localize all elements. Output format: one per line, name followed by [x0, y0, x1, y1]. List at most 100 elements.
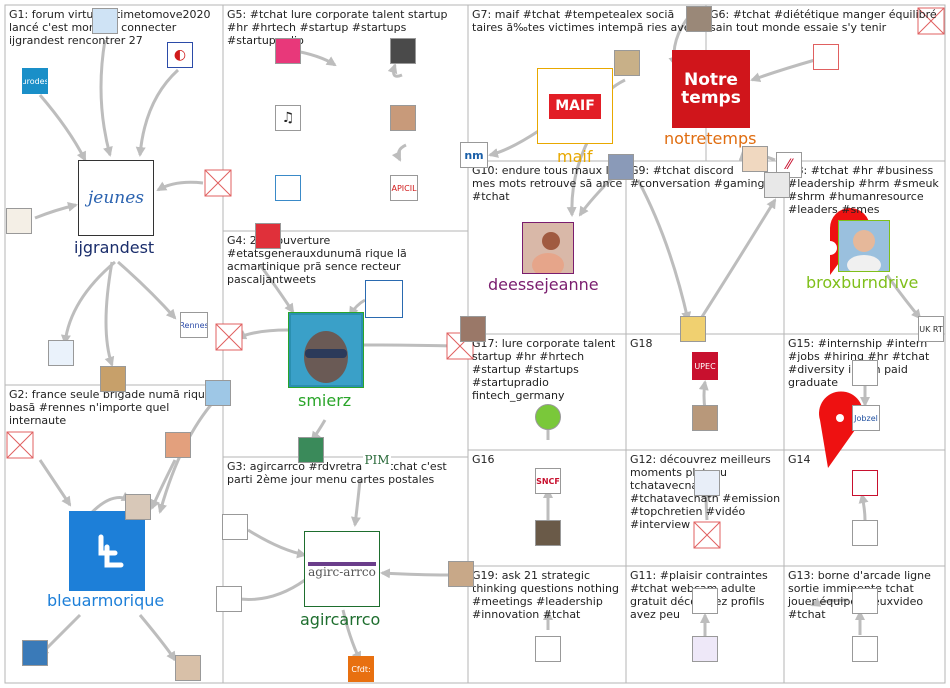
avatar-node[interactable]: [813, 44, 839, 70]
edge: [488, 128, 541, 158]
hub-label-agircarrco: agircarrco: [300, 610, 381, 629]
hub-node-broxburndrive[interactable]: [838, 220, 890, 272]
avatar-node[interactable]: [694, 470, 720, 496]
hub-node-maif[interactable]: MAIF: [537, 68, 613, 144]
avatar-node[interactable]: [92, 8, 118, 34]
hub-node-ijgrandest[interactable]: jeunes: [78, 160, 154, 236]
group-label-g16: G16: [472, 453, 495, 466]
node-pim[interactable]: PIM: [363, 448, 391, 472]
avatar-node[interactable]: [692, 588, 718, 614]
avatar-node[interactable]: [255, 223, 281, 249]
node-nm[interactable]: nm: [460, 142, 488, 168]
avatar-node[interactable]: [535, 520, 561, 546]
avatar-node[interactable]: [535, 404, 561, 430]
avatar-node[interactable]: [686, 6, 712, 32]
placeholder-nodes: [6, 7, 945, 549]
avatar-node[interactable]: [460, 316, 486, 342]
avatar-node[interactable]: [692, 636, 718, 662]
avatar-node[interactable]: [852, 636, 878, 662]
node-cfdt[interactable]: Cfdt:: [348, 656, 374, 682]
avatar-node[interactable]: [365, 280, 403, 318]
edge: [117, 260, 177, 320]
avatar-node[interactable]: ◐: [167, 42, 193, 68]
group-label-g7: G7: maif #tchat #tempetealex sociã taire…: [472, 8, 697, 34]
edge: [150, 459, 177, 510]
avatar-node[interactable]: [614, 50, 640, 76]
avatar-node[interactable]: [764, 172, 790, 198]
avatar-node[interactable]: [165, 432, 191, 458]
avatar-node[interactable]: [205, 380, 231, 406]
avatar-node[interactable]: [692, 405, 718, 431]
node-eurodesk[interactable]: eurodesk: [22, 68, 48, 94]
node-ukrt[interactable]: UK RT: [918, 316, 944, 342]
hub-node-deessejeanne[interactable]: [522, 222, 574, 274]
node-apicil[interactable]: APICIL: [390, 175, 418, 201]
avatar-node[interactable]: [390, 105, 416, 131]
avatar-node[interactable]: [298, 437, 324, 463]
placeholder-node: [693, 521, 721, 549]
hub-node-agircarrco[interactable]: agirc-arrco: [304, 531, 380, 607]
edge: [350, 479, 362, 527]
edge: [156, 180, 204, 192]
avatar-node[interactable]: [852, 470, 878, 496]
edge: [236, 328, 289, 340]
avatar-node[interactable]: [125, 494, 151, 520]
avatar-node[interactable]: [535, 636, 561, 662]
avatar-node[interactable]: [6, 208, 32, 234]
group-label-g18: G18: [630, 337, 653, 350]
edge: [750, 58, 816, 83]
agircarrco-logo: agirc-arrco: [308, 561, 376, 578]
avatar-node[interactable]: [608, 154, 634, 180]
smierz-avatar-icon: [291, 315, 361, 385]
avatar-node[interactable]: [390, 38, 416, 64]
avatar-node[interactable]: [852, 360, 878, 386]
group-label-g13: G13: borne d'arcade ligne sortie imminen…: [788, 569, 931, 621]
edge: [387, 63, 403, 78]
edge: [104, 261, 115, 367]
node-jobzel[interactable]: Jobzel: [852, 405, 880, 431]
edge: [858, 493, 869, 521]
avatar-node[interactable]: [275, 38, 301, 64]
avatar-node[interactable]: [22, 640, 48, 666]
avatar-node[interactable]: [852, 520, 878, 546]
edge: [885, 274, 922, 320]
edge: [391, 143, 407, 162]
avatar-node[interactable]: [742, 146, 768, 172]
group-label-g2: G2: france seule brigade numã rique basã…: [9, 388, 212, 427]
avatar-node[interactable]: [222, 514, 248, 540]
hub-node-bleuarmorique[interactable]: [69, 511, 145, 591]
avatar-node[interactable]: [275, 175, 301, 201]
edge: [135, 68, 180, 157]
avatar-node[interactable]: [216, 586, 242, 612]
edge: [258, 264, 295, 314]
group-label-g19: G19: ask 21 strategic thinking questions…: [472, 569, 619, 621]
hub-label-ijgrandest: ijgrandest: [74, 238, 155, 257]
hub-node-smierz[interactable]: [288, 312, 364, 388]
edge: [60, 260, 116, 345]
edge: [380, 568, 449, 579]
node-sncf[interactable]: SNCF: [535, 468, 561, 494]
bleuarmorique-logo-icon: [98, 534, 124, 568]
avatar-node[interactable]: [175, 655, 201, 681]
hub-label-maif: maif: [557, 147, 593, 166]
hub-node-notretemps[interactable]: Notre temps: [672, 50, 750, 128]
avatar-node[interactable]: [680, 316, 706, 342]
hub-label-smierz: smierz: [298, 391, 352, 410]
group-boxes: [4, 4, 946, 684]
avatar-node[interactable]: [448, 561, 474, 587]
placeholder-node: [6, 431, 34, 459]
avatar-node[interactable]: ♫: [275, 105, 301, 131]
notretemps-logo: Notre temps: [681, 70, 741, 108]
edge: [38, 459, 72, 507]
avatar-node[interactable]: [48, 340, 74, 366]
ijgrandest-logo: jeunes: [87, 187, 144, 208]
group-label-g6: G6: #tchat #diététique manger équilibré …: [710, 8, 937, 34]
avatar-node[interactable]: [852, 588, 878, 614]
node-upec[interactable]: UPEC: [692, 352, 718, 380]
edge: [359, 340, 457, 351]
node-rennes[interactable]: Rennes: [180, 312, 208, 338]
avatar-node[interactable]: [100, 366, 126, 392]
edge: [34, 201, 78, 220]
edges: [34, 14, 922, 662]
